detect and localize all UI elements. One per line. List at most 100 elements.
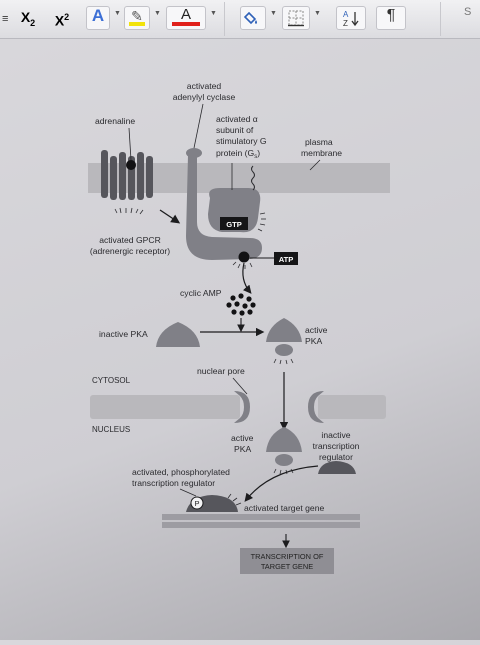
nuclear-pore-pointer (232, 377, 248, 395)
font-color-icon: A (180, 6, 191, 23)
shading-button[interactable] (240, 6, 266, 30)
label-g-alpha-3: stimulatory G (216, 136, 267, 146)
label-plasma-membrane-1: plasma (305, 137, 333, 147)
atp-box (274, 252, 298, 265)
label-nuclear-pore: nuclear pore (197, 366, 245, 376)
adrenaline-pointer (128, 127, 132, 161)
menu-handle-icon: ≡ (2, 13, 9, 25)
styles-label[interactable]: S (464, 6, 472, 18)
sort-letter-bottom: Z (343, 19, 348, 28)
label-inactive-regulator-3: regulator (319, 452, 353, 462)
nuclear-pore-right (308, 391, 324, 423)
toolbar-divider (224, 2, 225, 36)
text-effects-button[interactable]: A (86, 6, 110, 30)
inactive-regulator (318, 461, 356, 474)
text-effects-dropdown-icon[interactable]: ▼ (114, 10, 121, 17)
label-inactive-regulator-1: inactive (321, 430, 350, 440)
label-adrenaline: adrenaline (95, 116, 135, 126)
label-g-alpha-4-sub: s (254, 154, 257, 160)
atp-label: ATP (279, 255, 294, 264)
transcription-box (240, 548, 334, 574)
subscript-digit: 2 (30, 17, 36, 28)
label-g-alpha-4-end: ) (257, 148, 260, 158)
label-active-pka-top-1: active (305, 325, 328, 335)
label-plasma-membrane-2: membrane (301, 148, 342, 158)
label-g-alpha-4-main: protein (G (216, 148, 255, 158)
label-g-alpha-1: activated α (216, 114, 258, 124)
gs-activation-rays (257, 212, 266, 232)
font-color-button[interactable]: A (166, 6, 206, 30)
active-pka-top-subunit (275, 344, 293, 356)
label-transcription-1: TRANSCRIPTION OF (251, 552, 324, 561)
highlight-dropdown-icon[interactable]: ▼ (154, 10, 161, 17)
camp-molecules (226, 293, 256, 316)
catalytic-site (238, 251, 250, 263)
gtp-box (220, 217, 248, 230)
label-adenylyl-cyclase-1: activated (187, 81, 222, 91)
regulator-activation-rays (227, 493, 242, 506)
toolbar-divider-2 (440, 2, 441, 36)
label-active-pka-bottom-1: active (231, 433, 254, 443)
shading-icon (243, 11, 257, 25)
phosphate-label: P (194, 499, 199, 508)
signaling-diagram: GTP ATP (88, 81, 390, 574)
catalytic-site-rays (232, 261, 253, 269)
adenylyl-cyclase-pointer (193, 103, 204, 149)
dna-strand-bottom (162, 522, 360, 528)
label-phospho-regulator-2: transcription regulator (132, 478, 215, 488)
active-pka-bottom (266, 427, 302, 452)
label-target-gene: activated target gene (244, 503, 324, 513)
nuclear-pore-left (234, 391, 250, 423)
superscript-icon: X2 (48, 10, 76, 28)
adenylyl-cyclase-head (186, 148, 202, 158)
document-page: GTP ATP (0, 39, 480, 640)
shading-dropdown-icon[interactable]: ▼ (270, 10, 277, 17)
inactive-pka (156, 322, 200, 347)
gtp-label: GTP (226, 220, 242, 229)
dna-strand-top (162, 514, 360, 520)
label-g-alpha-4: protein (Gs) (216, 148, 260, 160)
label-inactive-pka: inactive PKA (99, 329, 148, 339)
highlight-color-bar (129, 22, 145, 26)
label-active-pka-bottom-2: PKA (234, 444, 251, 454)
borders-button[interactable] (282, 6, 310, 30)
highlighter-icon: ✎ (131, 8, 143, 24)
label-g-alpha-2: subunit of (216, 125, 254, 135)
label-inactive-regulator-2: transcription (313, 441, 360, 451)
subscript-button[interactable]: X2 (14, 6, 42, 30)
font-color-bar (172, 22, 200, 26)
borders-icon (288, 10, 304, 27)
label-nucleus: NUCLEUS (92, 425, 130, 434)
word-toolbar: ≡ X2 X2 A ▼ ✎ ▼ A ▼ ▼ (0, 0, 480, 39)
sort-icon: A Z (343, 10, 359, 28)
plasma-membrane-pointer (309, 159, 321, 171)
label-active-pka-top-2: PKA (305, 336, 322, 346)
adenylyl-cyclase (186, 155, 262, 260)
arrow-regulator-activation (244, 465, 319, 502)
label-cytosol: CYTOSOL (92, 376, 131, 385)
subscript-icon: X2 (14, 10, 42, 30)
gpcr-activation-rays (114, 207, 144, 215)
label-gpcr-2: (adrenergic receptor) (90, 246, 170, 256)
label-transcription-2: TARGET GENE (261, 562, 313, 571)
text-effects-icon: A (91, 6, 105, 25)
label-cyclic-amp: cyclic AMP (180, 288, 222, 298)
highlight-button[interactable]: ✎ (124, 6, 150, 30)
phospho-regulator-pointer (179, 488, 197, 497)
gs-anchor-squiggle (251, 165, 255, 191)
active-pka-bottom-subunit (275, 454, 293, 466)
arrow-gpcr-to-gprotein (159, 209, 181, 224)
label-adenylyl-cyclase-2: adenylyl cyclase (173, 92, 236, 102)
show-formatting-button[interactable]: ¶ (376, 6, 406, 30)
borders-dropdown-icon[interactable]: ▼ (314, 10, 321, 17)
superscript-button[interactable]: X2 (48, 6, 76, 30)
active-pka-top (266, 318, 302, 342)
label-phospho-regulator-1: activated, phosphorylated (132, 467, 230, 477)
pilcrow-icon: ¶ (386, 7, 396, 24)
font-color-dropdown-icon[interactable]: ▼ (210, 10, 217, 17)
nuclear-envelope-right (318, 395, 386, 419)
superscript-digit: 2 (64, 12, 70, 22)
label-gpcr-1: activated GPCR (99, 235, 161, 245)
subscript-glyph: X (20, 9, 31, 25)
sort-button[interactable]: A Z (336, 6, 366, 30)
